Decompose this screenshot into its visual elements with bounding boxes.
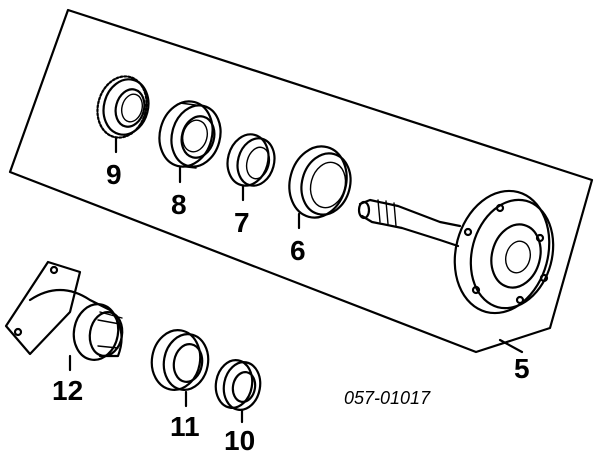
label-part-12: 12: [52, 375, 83, 406]
part-10-bearing: [214, 359, 262, 411]
label-part-11: 11: [170, 411, 200, 442]
part-5-axle-shaft: [357, 189, 555, 315]
part-11-bearing: [150, 329, 210, 391]
label-part-5: 5: [514, 353, 530, 384]
part-7-race: [226, 133, 276, 187]
part-9-toothed-ring: [96, 75, 150, 139]
label-part-9: 9: [106, 159, 122, 190]
part-8-bearing: [158, 100, 222, 169]
label-part-7: 7: [234, 207, 250, 238]
label-part-10: 10: [224, 425, 255, 454]
label-part-8: 8: [171, 189, 187, 220]
part-6-seal: [288, 145, 352, 219]
leader-5: [498, 338, 524, 354]
part-12-housing: [4, 260, 124, 361]
diagram-code: 057-01017: [344, 388, 431, 408]
label-part-6: 6: [290, 235, 306, 266]
assembly-outline: [8, 8, 594, 354]
